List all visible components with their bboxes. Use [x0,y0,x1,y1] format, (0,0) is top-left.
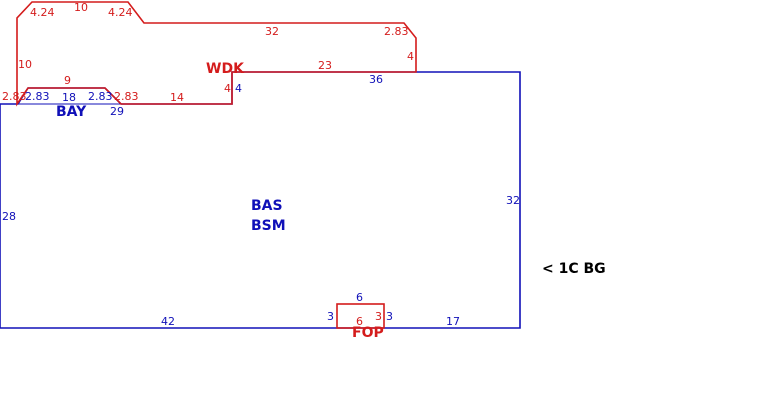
dim-porch-top: 6 [356,291,363,304]
dim-deck-step: 4 [224,82,231,95]
dim-bay-left-diag: 2.83 [25,90,50,103]
wdk-label: WDK [206,61,245,77]
dim-porch-left: 3 [327,310,334,323]
dim-deck-top-right-diag: 4.24 [108,6,133,19]
dim-porch-bottom: 6 [356,315,363,328]
bsm-label: BSM [251,218,286,234]
deck-outline [16,1,417,107]
dim-deck-bottom-edge: 14 [170,91,184,104]
dim-bay-right-diag: 2.83 [88,90,113,103]
dim-deck-right-side: 4 [407,50,414,63]
dim-deck-right-diag: 2.83 [384,25,409,38]
note-label: < 1C BG [542,261,606,277]
dim-deck-top-long: 32 [265,25,279,38]
dim-main-step: 4 [235,82,242,95]
dim-main-bottom-right: 17 [446,315,460,328]
dim-main-left: 28 [2,210,16,223]
dim-deck-mid-edge: 23 [318,59,332,72]
dim-main-bottom-left: 42 [161,315,175,328]
dim-deck-diag-right: 2.83 [114,90,139,103]
bay-label: BAY [56,104,87,120]
dim-main-top: 36 [369,73,383,86]
dim-main-segment: 29 [110,105,124,118]
fop-label: FOP [352,325,384,341]
porch-outline [336,303,385,329]
dim-deck-top-edge: 10 [74,1,88,14]
dim-deck-bay-top: 9 [64,74,71,87]
dim-bay-width: 18 [62,91,76,104]
dim-main-right: 32 [506,194,520,207]
dim-deck-top-left-diag: 4.24 [30,6,55,19]
dim-deck-diag-left: 2.83 [2,90,27,103]
dim-deck-top-left-edge: 10 [18,58,32,71]
dim-porch-right: 3 [386,310,393,323]
bas-label: BAS [251,198,283,214]
dim-porch-right-inner: 3 [375,310,382,323]
